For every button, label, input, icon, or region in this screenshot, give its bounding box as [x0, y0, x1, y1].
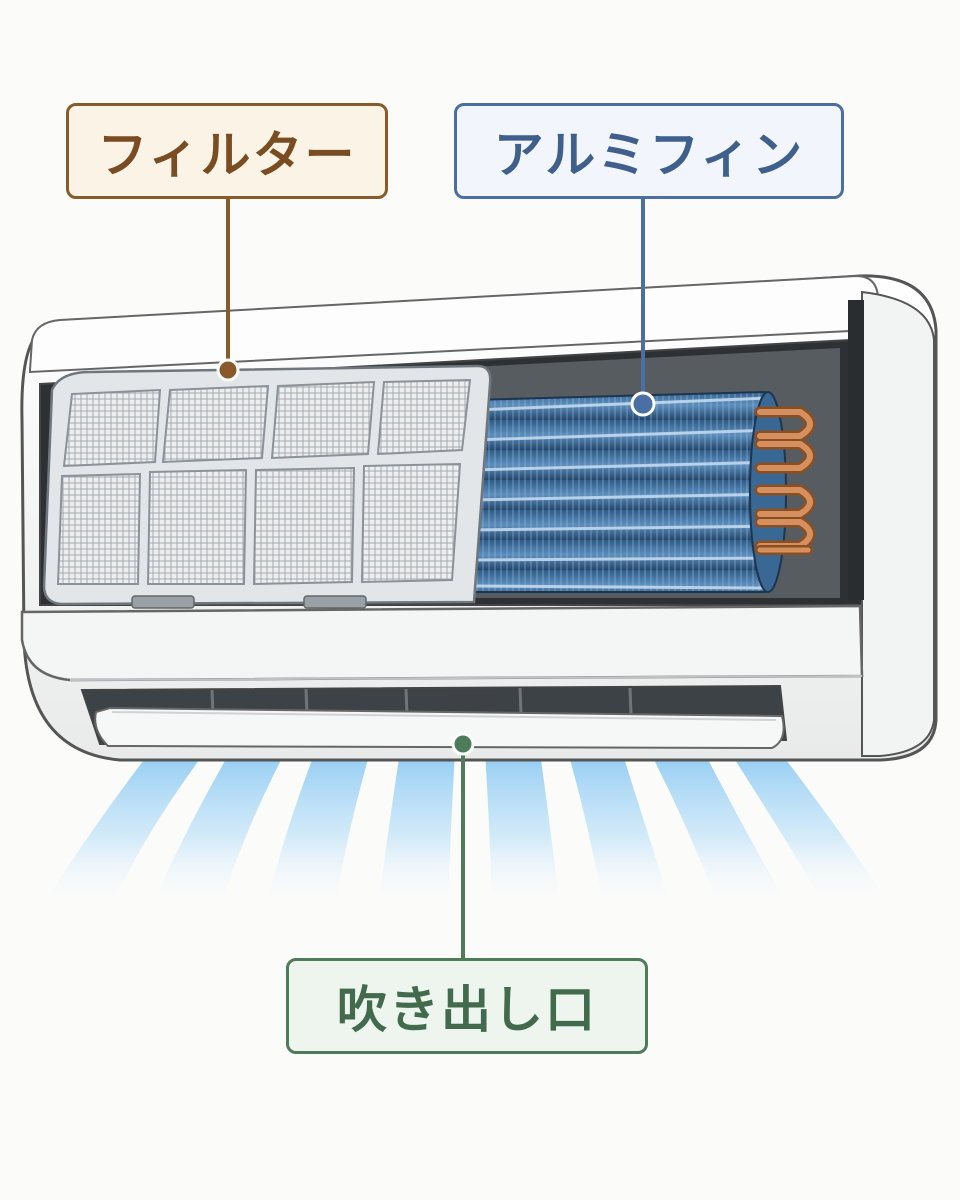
- airflow-stream: [265, 752, 370, 910]
- filter-panel: [42, 364, 492, 609]
- airflow-stream: [730, 752, 890, 905]
- unit-side-slot: [848, 300, 864, 600]
- unit-front-panel: [20, 604, 864, 682]
- copper-pipes: [754, 406, 816, 555]
- unit-side-panel: [861, 290, 935, 757]
- air-outlet-label: 吹き出し口: [286, 958, 648, 1054]
- filter-tab: [303, 595, 367, 609]
- airflow-stream: [150, 752, 285, 910]
- airflow: [40, 752, 890, 910]
- filter-label: フィルター: [66, 103, 388, 199]
- airflow-stream: [650, 752, 790, 910]
- air-outlet: [80, 684, 788, 750]
- callout-outlet: [451, 732, 475, 958]
- callout-filter: [216, 199, 240, 382]
- airflow-stream: [568, 752, 672, 910]
- aluminum-fin-coil: [466, 390, 787, 593]
- airflow-stream: [485, 752, 560, 910]
- filter-tab: [131, 595, 195, 609]
- airflow-stream: [40, 752, 205, 910]
- airflow-stream: [378, 752, 455, 910]
- aircon-unit: [20, 274, 938, 762]
- callout-fin: [630, 199, 656, 417]
- aluminum-fin-label: アルミフィン: [454, 103, 844, 199]
